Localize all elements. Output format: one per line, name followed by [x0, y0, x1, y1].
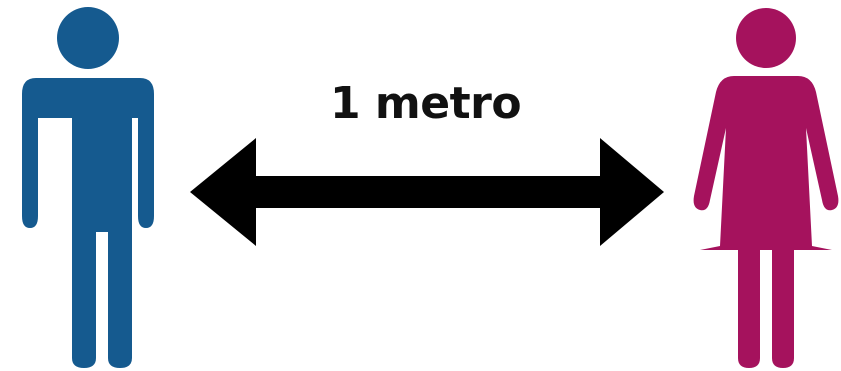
- distance-label: 1 metro: [330, 78, 522, 129]
- double-headed-arrow-icon: [190, 138, 664, 246]
- woman-icon: [693, 8, 839, 368]
- man-icon: [22, 7, 154, 368]
